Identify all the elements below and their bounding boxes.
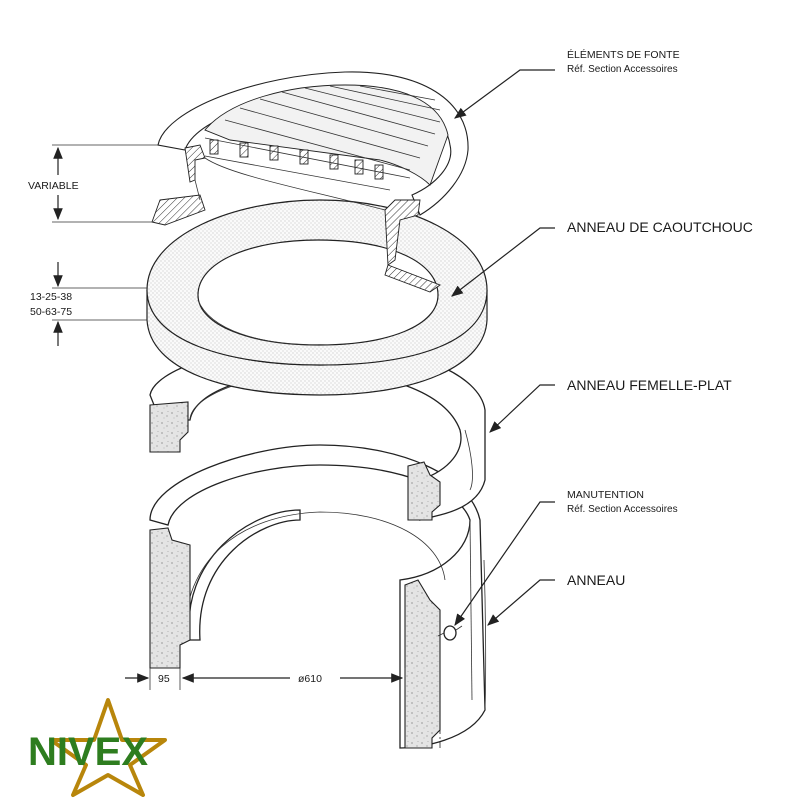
grate-bars: [204, 84, 449, 186]
frame-cross-section: [151, 144, 441, 293]
label-femelle-plat: ANNEAU FEMELLE-PLAT: [567, 377, 732, 393]
dim-wall: 95: [158, 673, 170, 685]
femelle-left-section: [149, 401, 189, 453]
logo-text: NIVEX: [28, 730, 148, 774]
leader-lines: [451, 69, 555, 626]
anneau-caoutchouc: [146, 199, 488, 396]
label-manutention-ref: Réf. Section Accessoires: [567, 504, 678, 515]
femelle-right-section: [407, 461, 441, 521]
label-caoutchouc: ANNEAU DE CAOUTCHOUC: [567, 219, 753, 235]
dim-thickness-1: 13-25-38: [30, 291, 72, 303]
label-manutention-title: MANUTENTION: [567, 489, 644, 501]
dim-variable: VARIABLE: [28, 180, 79, 192]
manutention-insert: [437, 625, 463, 641]
logo-star-icon: [49, 698, 167, 797]
nivex-logo: NIVEX: [28, 698, 167, 797]
anneau-right-section: [404, 579, 441, 749]
anneau-ring: [149, 444, 487, 749]
elements-de-fonte: [151, 71, 469, 293]
grate-section-blocks: [204, 137, 411, 191]
label-fonte-ref: Réf. Section Accessoires: [567, 64, 678, 75]
dim-diameter: ø610: [298, 673, 322, 685]
label-anneau: ANNEAU: [567, 572, 625, 588]
label-fonte-title: ÉLÉMENTS DE FONTE: [567, 48, 680, 61]
dimension-lines: [52, 144, 406, 690]
anneau-left-section: [149, 527, 191, 669]
dim-thickness-2: 50-63-75: [30, 306, 72, 318]
